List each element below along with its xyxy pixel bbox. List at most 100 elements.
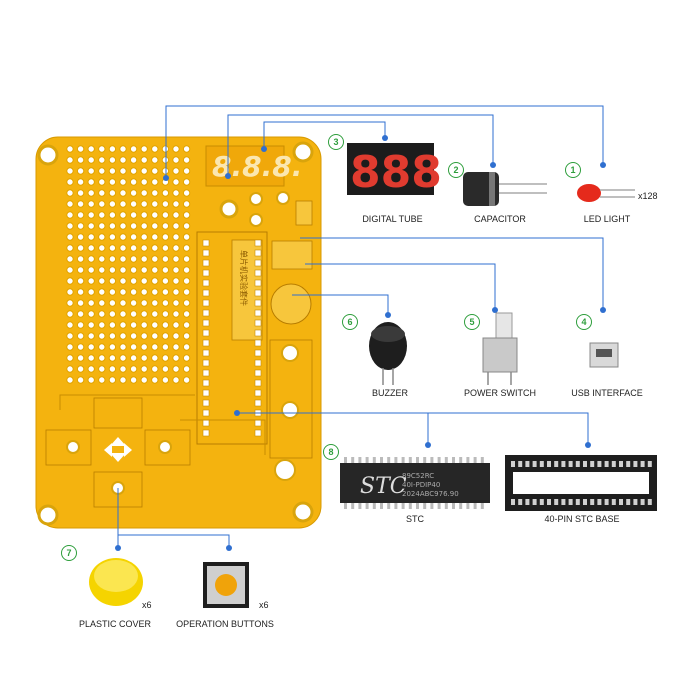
led-pad <box>98 233 106 241</box>
base-pin <box>575 499 580 505</box>
led-pad <box>108 321 117 329</box>
led-pad <box>182 332 191 340</box>
led-pad <box>140 288 148 296</box>
base-pin <box>518 461 523 467</box>
led-pad <box>108 222 117 230</box>
led-pad <box>119 244 127 252</box>
qty-operation-buttons: x6 <box>259 600 269 610</box>
chip-pin <box>430 457 434 463</box>
led-pad <box>66 365 74 373</box>
led-pad <box>108 200 117 208</box>
led-pad <box>108 376 117 384</box>
base-pin <box>604 461 609 467</box>
led-pad <box>76 145 85 153</box>
badge-capacitor: 2 <box>448 162 464 178</box>
base-pin <box>554 499 559 505</box>
led-pad <box>76 266 85 274</box>
led-pad <box>87 376 95 384</box>
chip-pin <box>473 457 477 463</box>
led-pad <box>161 354 170 362</box>
socket-pad <box>254 269 262 277</box>
label-led-light: LED LIGHT <box>583 214 631 224</box>
led-pad <box>182 244 191 252</box>
led-pad <box>98 211 106 219</box>
led-pad <box>119 167 127 175</box>
led-pad <box>66 354 74 362</box>
led-pad <box>182 354 191 362</box>
led-pad <box>66 189 74 197</box>
chip-pin <box>459 503 463 509</box>
socket-pad <box>202 379 210 387</box>
chip-pin <box>480 457 484 463</box>
led-pad <box>140 376 148 384</box>
led-pad <box>140 277 148 285</box>
base-pin <box>611 461 616 467</box>
led-pad <box>151 310 159 318</box>
led-pad <box>87 365 95 373</box>
led-pad <box>87 200 95 208</box>
led-pad <box>129 288 138 296</box>
led-pad <box>151 332 159 340</box>
power-switch-part <box>482 312 518 385</box>
led-pad <box>87 321 95 329</box>
chip-pin <box>416 457 419 463</box>
led-pad <box>98 299 106 307</box>
led-pad <box>119 365 127 373</box>
led-pad <box>151 299 159 307</box>
led-pad <box>98 321 106 329</box>
led-pad <box>87 354 95 362</box>
base-pin <box>626 461 631 467</box>
led-pad <box>76 178 85 186</box>
led-pad <box>119 376 127 384</box>
led-pad <box>119 211 127 219</box>
leader-lines <box>117 105 604 548</box>
led-pad <box>151 354 159 362</box>
chip-pin <box>372 457 376 463</box>
label-operation-buttons: OPERATION BUTTONS <box>176 619 274 629</box>
socket-pad <box>254 299 262 307</box>
led-pad <box>182 189 191 197</box>
led-pad <box>76 310 85 318</box>
led-pad <box>66 167 74 175</box>
led-pad <box>140 321 148 329</box>
led-pad <box>87 145 95 153</box>
socket-pad <box>254 309 262 317</box>
led-pad <box>98 178 106 186</box>
led-pad <box>98 343 106 351</box>
led-pad <box>66 277 74 285</box>
led-pad <box>119 156 127 164</box>
led-pad <box>119 200 127 208</box>
chip-pin <box>387 457 391 463</box>
base-pin <box>539 461 544 467</box>
led-pad <box>66 233 74 241</box>
led-pad <box>108 277 117 285</box>
led-pad <box>87 343 95 351</box>
capacitor-part <box>463 172 547 206</box>
chip-pin <box>358 457 362 463</box>
label-power-switch: POWER SWITCH <box>464 388 536 398</box>
led-pad <box>76 288 85 296</box>
led-pad <box>172 288 180 296</box>
socket-pad <box>202 349 210 357</box>
socket-pad <box>254 329 262 337</box>
socket-pad <box>202 279 210 287</box>
leader-dots <box>115 135 606 551</box>
led-pad <box>98 145 106 153</box>
socket-pad <box>202 259 210 267</box>
socket-pad <box>202 399 210 407</box>
chip-pin <box>430 503 434 509</box>
led-pad <box>151 376 159 384</box>
led-pad <box>87 156 95 164</box>
led-pad <box>108 299 117 307</box>
chip-pin <box>358 503 362 509</box>
led-pad <box>119 189 127 197</box>
led-pad <box>172 332 180 340</box>
led-pad <box>119 233 127 241</box>
led-pad <box>182 365 191 373</box>
badge-buzzer: 6 <box>342 314 358 330</box>
chip-pin <box>423 457 427 463</box>
socket-pad <box>254 419 262 427</box>
led-pad <box>129 310 138 318</box>
chip-pin <box>459 457 463 463</box>
led-pad <box>119 299 127 307</box>
